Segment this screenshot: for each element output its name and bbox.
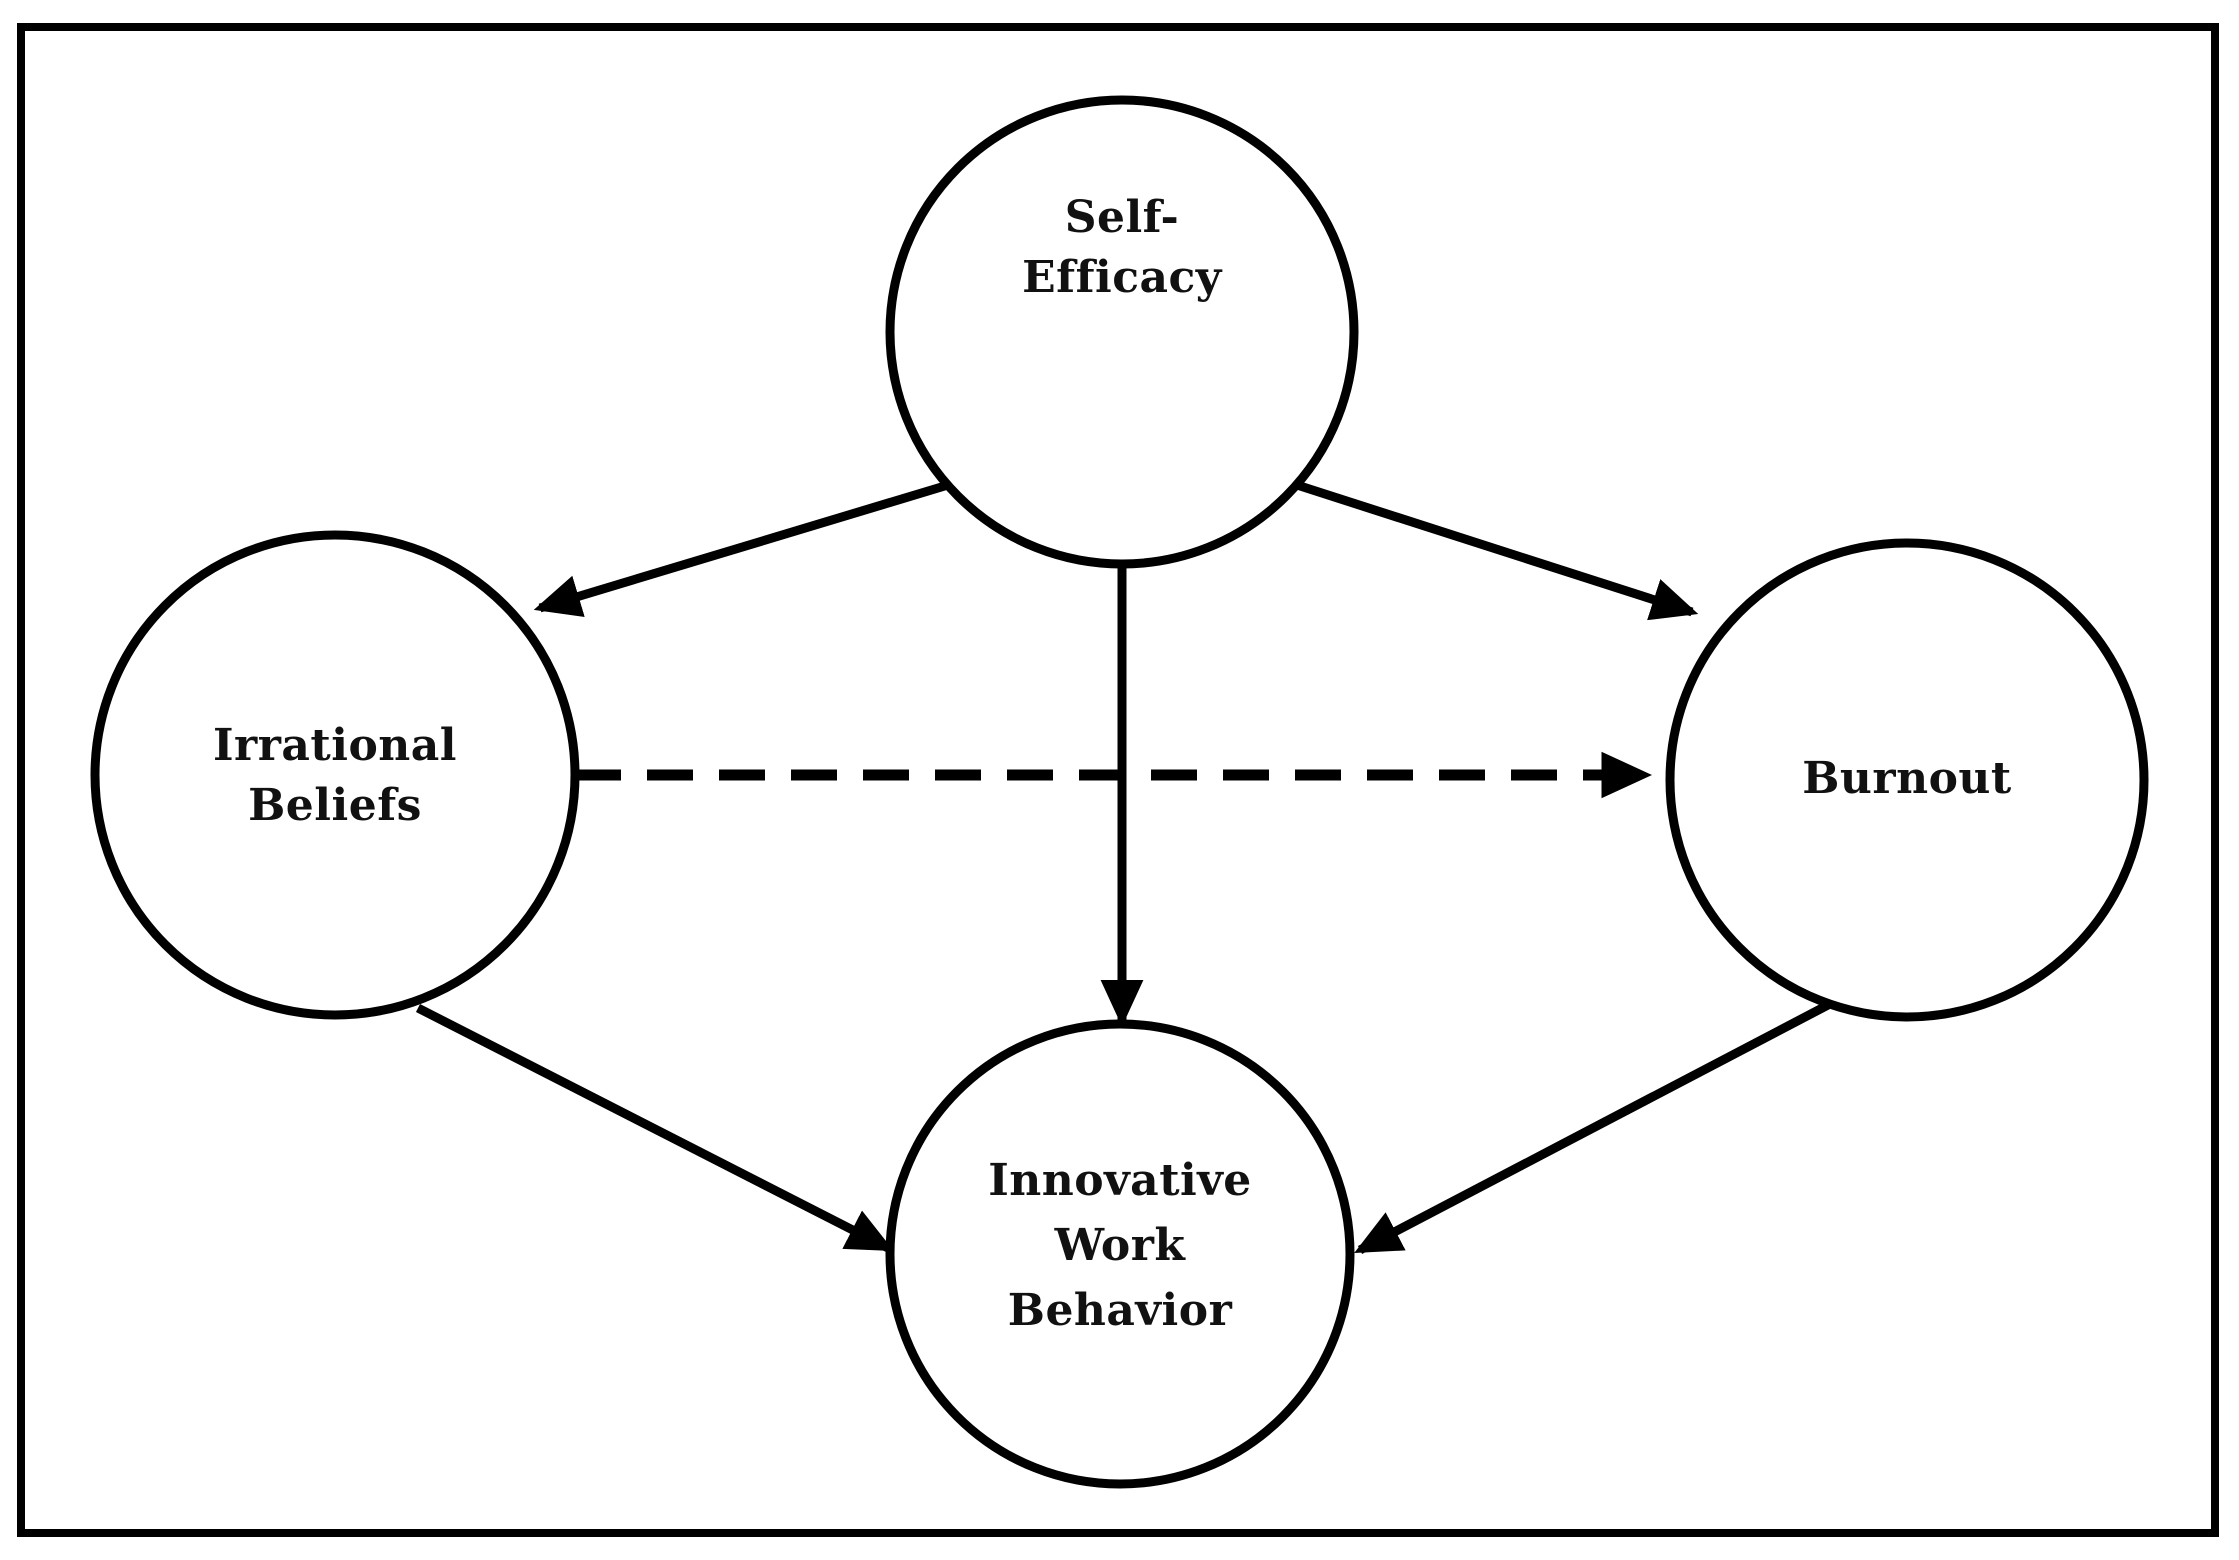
node-irrational-beliefs[interactable]: Irrational Beliefs xyxy=(90,530,580,1020)
node-circle-self-efficacy[interactable] xyxy=(885,95,1359,569)
node-innovative-work-behavior[interactable]: Innovative Work Behavior xyxy=(885,1019,1355,1489)
node-label-iwb-line-1: Innovative xyxy=(988,1155,1252,1206)
node-label-iwb-line-2: Work xyxy=(1054,1220,1187,1271)
node-label-self-efficacy-line-1: Self- xyxy=(1065,192,1180,243)
node-circle-burnout[interactable] xyxy=(1665,538,2149,1022)
edge-burnout-to-innovative-work-behavior xyxy=(1354,1001,1831,1254)
node-label-burnout: Burnout xyxy=(1802,753,2012,804)
node-circle-irrational-beliefs[interactable] xyxy=(90,530,580,1020)
node-label-self-efficacy-line-2: Efficacy xyxy=(1022,252,1223,303)
node-circle-innovative-work-behavior[interactable] xyxy=(885,1019,1355,1489)
edge-layer xyxy=(415,480,1831,1254)
node-label-iwb-line-3: Behavior xyxy=(1008,1285,1233,1336)
node-label-irrational-beliefs-line-1: Irrational xyxy=(213,720,457,771)
edge-irrational-beliefs-to-innovative-work-behavior xyxy=(415,1003,894,1253)
edge-self-efficacy-to-burnout xyxy=(1295,480,1699,621)
edge-self-efficacy-to-irrational-beliefs xyxy=(533,480,950,617)
node-burnout[interactable]: Burnout xyxy=(1665,538,2149,1022)
node-label-irrational-beliefs-line-2: Beliefs xyxy=(248,780,422,831)
node-self-efficacy[interactable]: Self- Efficacy xyxy=(885,95,1359,569)
outer-border xyxy=(17,23,2219,1537)
